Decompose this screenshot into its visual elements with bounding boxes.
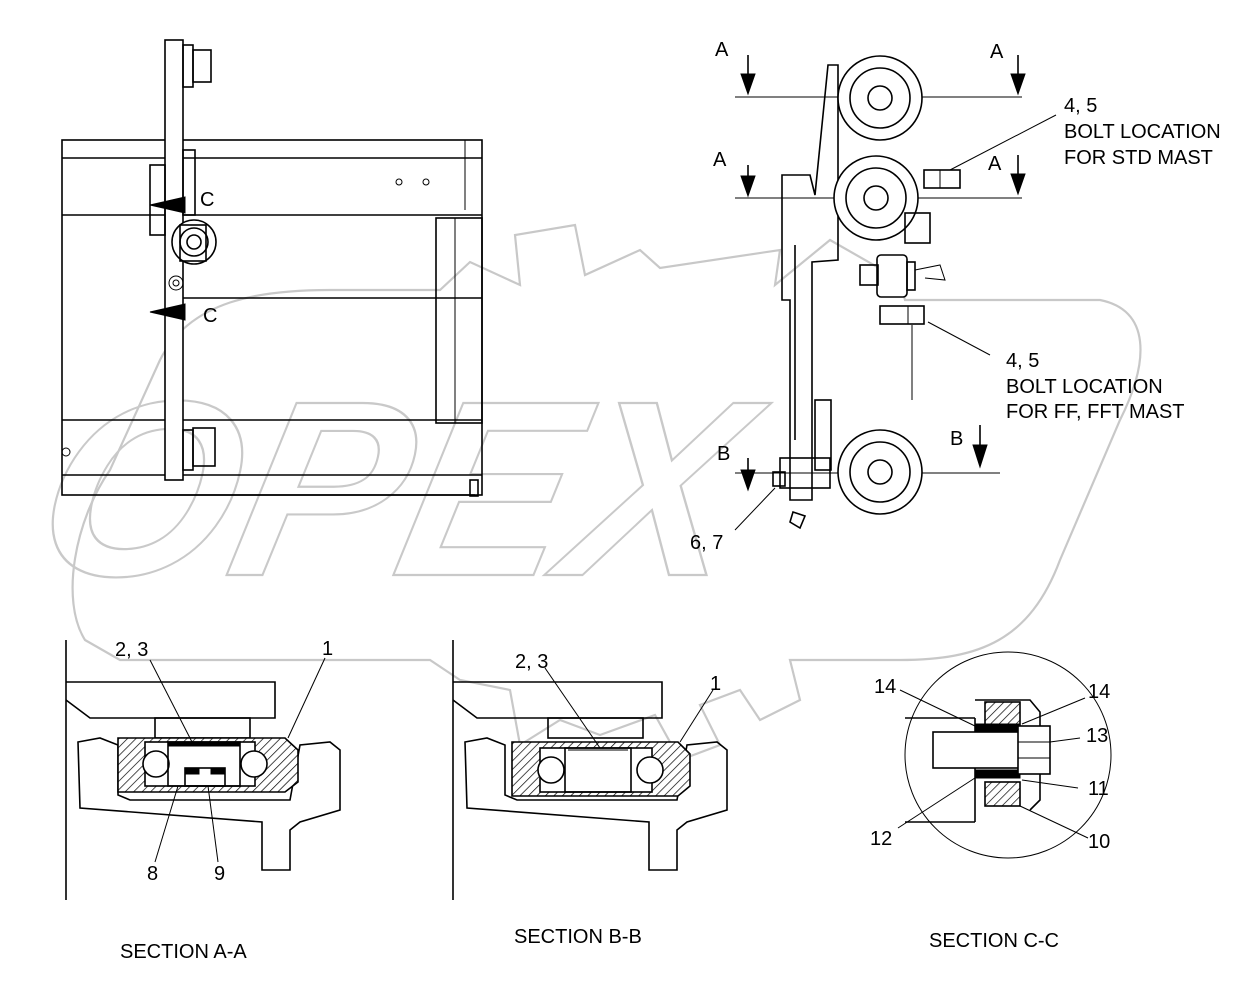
section-cc-detail-circle: [904, 651, 1112, 859]
ff-mast-note-line1: BOLT LOCATION: [1006, 376, 1163, 398]
section-bb-rail: [464, 737, 728, 871]
ff-mast-note-line2: FOR FF, FFT MAST: [1006, 401, 1185, 423]
section-cc: 14 14 13 11 12 10 SECTION C-C: [870, 651, 1112, 952]
section-aa-ball-right: [240, 750, 268, 778]
section-bb: 2, 3 1 SECTION B-B: [452, 640, 728, 948]
section-a-label-top-right: A: [990, 41, 1004, 63]
std-mast-ref: 4, 5: [1064, 95, 1097, 117]
side-roller-body: [876, 254, 908, 298]
section-a-label-top-left: A: [715, 39, 729, 61]
section-c-arrow-upper: [149, 196, 186, 214]
section-bb-ball-right: [636, 756, 664, 784]
section-b-label-left: B: [717, 443, 730, 465]
watermark: OPEX: [15, 223, 1142, 762]
section-bb-title: SECTION B-B: [514, 926, 642, 948]
section-aa-title: SECTION A-A: [120, 941, 247, 963]
bolt-std-mast: [923, 169, 961, 189]
section-c-arrow-lower: [149, 303, 186, 321]
right-roller-view: A A A A B B: [690, 39, 1221, 554]
left-side-view: C C: [61, 39, 483, 497]
watermark-gear-outline: [71, 223, 1142, 762]
section-aa-ball-left: [142, 750, 170, 778]
section-aa-callout-8: 8: [147, 863, 158, 885]
watermark-text: OPEX: [16, 349, 783, 629]
ff-mast-ref: 4, 5: [1006, 350, 1039, 372]
side-roller: [171, 219, 217, 265]
section-aa-callout-1: 1: [322, 638, 333, 660]
std-mast-note-line2: FOR STD MAST: [1064, 147, 1213, 169]
section-cc-washer-bottom: [984, 781, 1021, 807]
section-b-label-right: B: [950, 428, 963, 450]
section-cc-bolt-head: [1017, 725, 1051, 775]
bolt-ff-mast: [879, 305, 925, 325]
section-bb-callout-2-3: 2, 3: [515, 651, 548, 673]
section-cc-callout-13: 13: [1086, 725, 1108, 747]
section-cc-callout-14-left: 14: [874, 676, 896, 698]
section-cc-bolt-shank: [932, 731, 1026, 769]
section-aa-callout-9: 9: [214, 863, 225, 885]
callout-6-7: 6, 7: [690, 532, 723, 554]
section-cc-callout-14-right: 14: [1088, 681, 1110, 703]
std-mast-note-line1: BOLT LOCATION: [1064, 121, 1221, 143]
carriage-plate: [781, 64, 839, 501]
section-c-label-upper: C: [200, 189, 214, 211]
section-cc-washer-top: [984, 701, 1021, 727]
section-a-label-mid-left: A: [713, 149, 727, 171]
section-bb-callout-1: 1: [710, 673, 721, 695]
section-cc-callout-11: 11: [1088, 778, 1109, 800]
section-bb-ball-left: [537, 756, 565, 784]
section-c-label-lower: C: [203, 305, 217, 327]
section-cc-callout-12: 12: [870, 828, 892, 850]
section-cc-title: SECTION C-C: [929, 930, 1059, 952]
section-cc-callout-10: 10: [1088, 831, 1110, 853]
section-a-label-mid-right: A: [988, 153, 1002, 175]
section-aa: 2, 3 1 8 9 SECTION A-A: [65, 638, 341, 963]
section-aa-callout-2-3: 2, 3: [115, 639, 148, 661]
